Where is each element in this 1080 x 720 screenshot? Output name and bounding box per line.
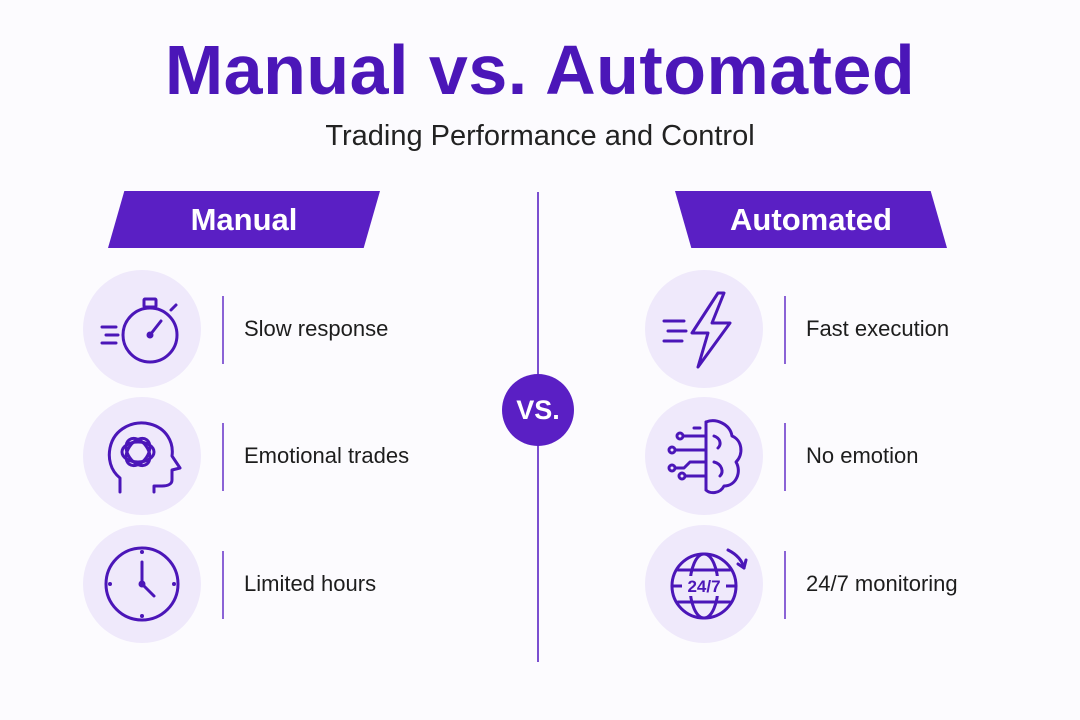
item-label: Emotional trades <box>244 443 410 468</box>
item-separator <box>222 296 224 364</box>
lightning-bolt-icon <box>645 270 763 388</box>
item-label: Limited hours <box>244 571 377 596</box>
head-brain-icon <box>83 397 201 515</box>
item-label: Fast execution <box>806 316 950 341</box>
manual-item-slow-response: Slow response <box>83 270 503 390</box>
globe-24-7-icon: 24/7 <box>645 525 763 643</box>
item-separator <box>784 551 786 619</box>
clock-icon <box>83 525 201 643</box>
manual-item-limited-hours: Limited hours <box>83 525 503 645</box>
center-divider-top <box>537 192 539 378</box>
item-separator <box>784 423 786 491</box>
vs-badge: VS. <box>502 374 574 446</box>
item-label: No emotion <box>806 443 919 468</box>
globe-24-7-text: 24/7 <box>687 577 720 596</box>
item-label: Slow response <box>244 316 389 341</box>
automated-item-no-emotion: No emotion <box>645 397 1065 517</box>
manual-heading: Manual <box>108 191 380 248</box>
item-separator <box>222 551 224 619</box>
page-title: Manual vs. Automated <box>164 31 916 109</box>
automated-item-247-monitoring: 24/7 24/7 monitoring <box>645 525 1065 645</box>
automated-heading: Automated <box>675 191 947 248</box>
circuit-brain-icon <box>645 397 763 515</box>
center-divider-bottom <box>537 442 539 662</box>
manual-item-emotional-trades: Emotional trades <box>83 397 503 517</box>
item-label: 24/7 monitoring <box>806 571 958 596</box>
automated-item-fast-execution: Fast execution <box>645 270 1065 390</box>
item-separator <box>222 423 224 491</box>
item-separator <box>784 296 786 364</box>
page-subtitle: Trading Performance and Control <box>325 120 755 152</box>
stopwatch-icon <box>83 270 201 388</box>
